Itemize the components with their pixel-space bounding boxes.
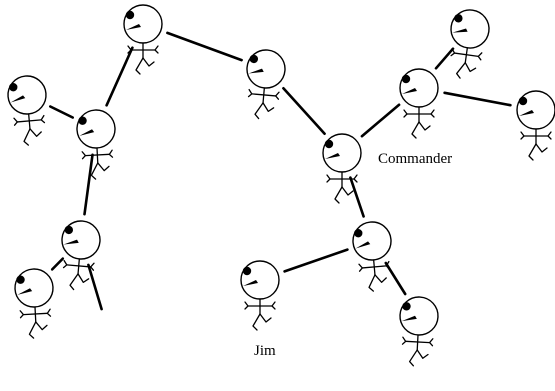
connection-n6-n7 (50, 257, 65, 271)
connection-n6-n8 (87, 263, 103, 311)
figures-layer (7, 4, 555, 367)
stick-figure-icon (399, 68, 439, 139)
connection-commander-n2 (282, 87, 326, 135)
stick-figure-icon (399, 296, 439, 367)
stick-figure-icon (61, 220, 101, 291)
stick-figure-icon (246, 49, 286, 120)
stick-figure-icon (14, 268, 54, 339)
connection-n1-n3 (105, 46, 134, 107)
jim-label: Jim (254, 343, 276, 359)
stick-figure-icon (7, 75, 47, 146)
commander-label: Commander (378, 151, 452, 167)
stick-figure-icon (76, 109, 116, 180)
stick-figure-icon (516, 90, 555, 161)
stick-figure-icon (352, 221, 392, 292)
connection-commander-n11 (360, 103, 401, 138)
connection-commander-n9 (349, 176, 365, 218)
connection-n3-n6 (83, 153, 94, 216)
connection-n10-n11 (434, 47, 455, 70)
edges-layer (48, 31, 512, 311)
stick-figure-icon (123, 4, 163, 75)
connection-n3-n4 (48, 105, 74, 119)
commander-figure-icon (322, 133, 362, 204)
connection-n1-n2 (166, 31, 243, 62)
connection-n11-n12 (443, 91, 512, 107)
stick-figure-icon (450, 9, 490, 79)
jim-figure-icon (240, 260, 280, 331)
connection-jim-n9 (283, 248, 349, 273)
